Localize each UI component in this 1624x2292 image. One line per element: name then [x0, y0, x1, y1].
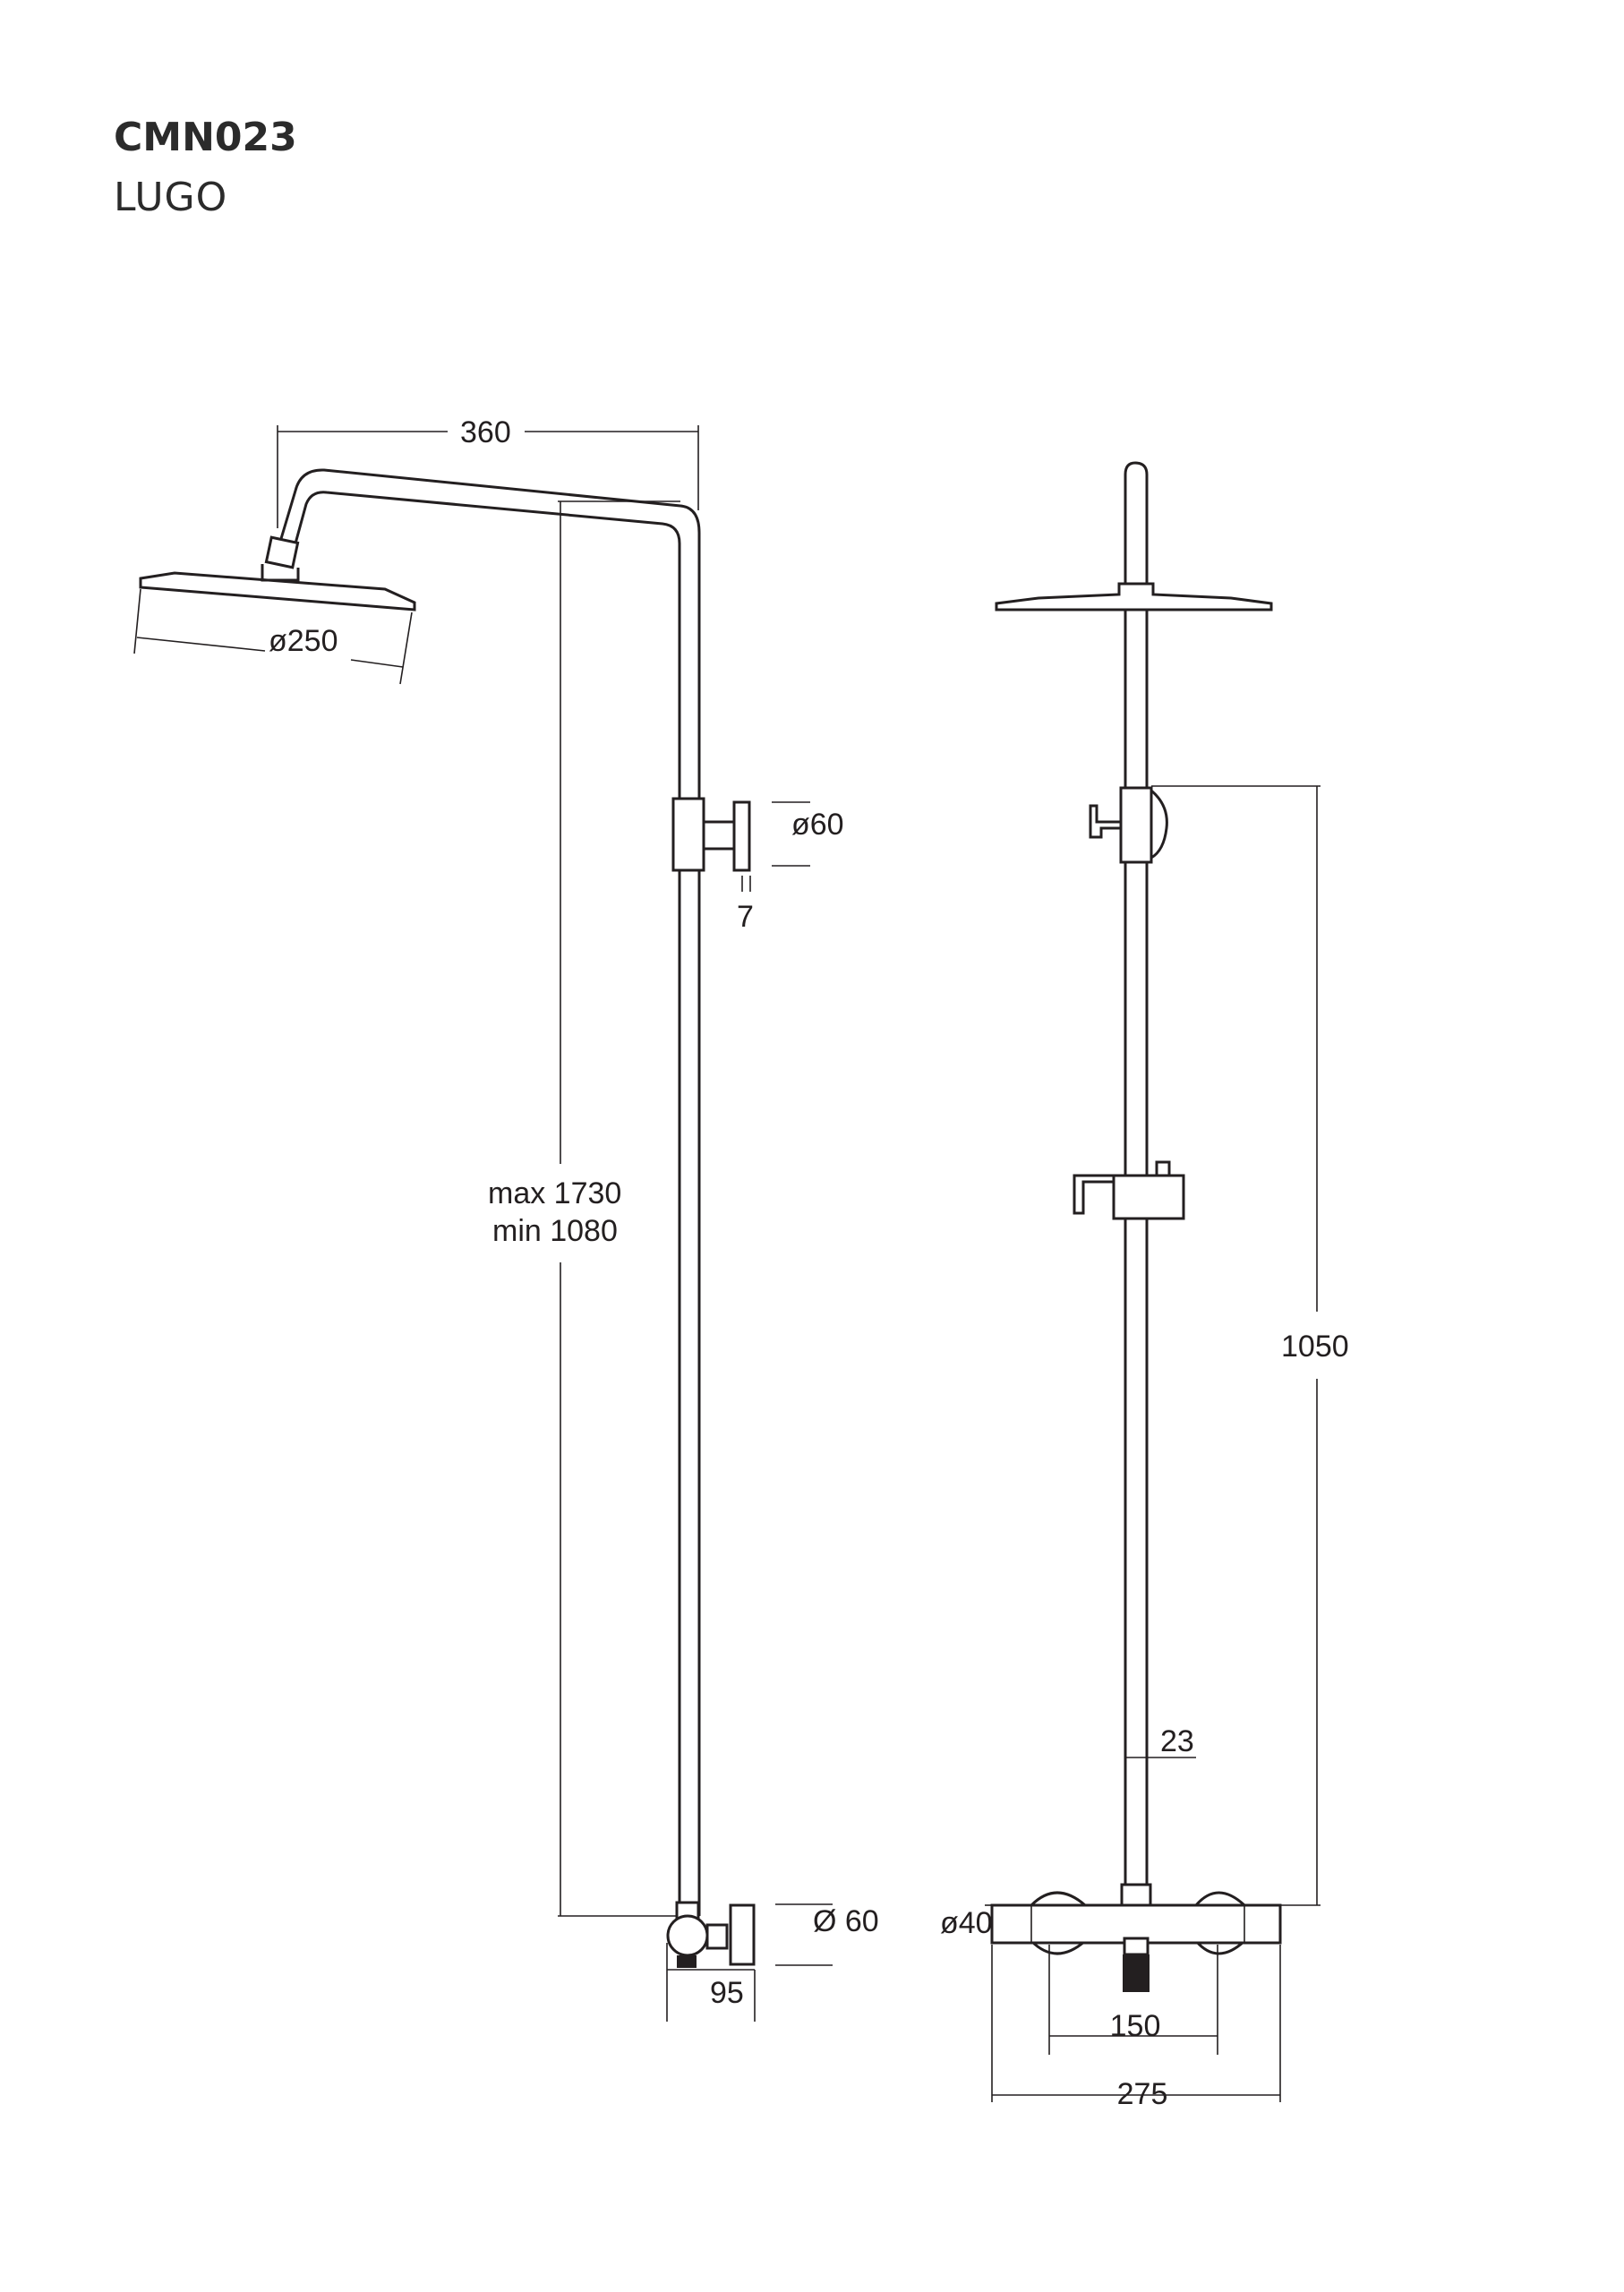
diverter-knob — [732, 800, 751, 872]
arm-length-label: 360 — [460, 415, 511, 449]
side-view: ø250 360 max 1730 min 1080 ø60 7 Ø 60 — [133, 415, 879, 2022]
mixer-right-eccentric — [1194, 1891, 1246, 1907]
slider-body — [1112, 1174, 1185, 1220]
column-outer-edge — [278, 468, 701, 1916]
mixer-outlet — [1123, 1937, 1150, 1956]
inlet-spacing-label: 150 — [1110, 2009, 1161, 2043]
mixer-left-eccentric — [1030, 1891, 1086, 1907]
valve-projection-label: 95 — [710, 1976, 744, 2010]
knob-depth-label: 7 — [737, 900, 754, 934]
diverter-housing — [671, 797, 705, 872]
mixer-outlet-thread — [1123, 1954, 1150, 1992]
valve-body — [666, 1914, 709, 1957]
front-diverter-housing — [1119, 786, 1153, 864]
front-shower-head — [995, 582, 1273, 611]
head-dim-ext-left — [133, 588, 141, 654]
head-dim-line — [136, 637, 266, 652]
rail-diameter-label: 23 — [1160, 1724, 1194, 1758]
valve-thread — [677, 1955, 697, 1968]
front-arm — [1124, 461, 1149, 584]
rail-connector — [1120, 1883, 1152, 1908]
diverter-stem — [704, 820, 736, 851]
head-diameter-label: ø250 — [269, 624, 338, 658]
slider-clip — [1155, 1160, 1171, 1176]
valve-knob — [729, 1903, 756, 1966]
slide-height-label: 1050 — [1281, 1330, 1349, 1364]
product-code: CMN023 — [114, 115, 297, 160]
head-dim-line-2 — [350, 659, 404, 668]
product-name: LUGO — [114, 175, 228, 220]
knob-diameter-label: ø60 — [791, 808, 844, 842]
front-diverter-lever — [1089, 804, 1121, 839]
mixer-left-arc — [1030, 1939, 1086, 1955]
slider-handle — [1073, 1174, 1114, 1215]
valve-connector — [705, 1923, 729, 1950]
height-min-label: min 1080 — [492, 1214, 618, 1248]
mixer-diameter-label: ø40 — [940, 1906, 993, 1940]
mixer-width-label: 275 — [1117, 2077, 1168, 2111]
head-dim-ext-right — [399, 611, 413, 685]
valve-diameter-label: Ø 60 — [813, 1904, 879, 1938]
shower-head — [139, 571, 416, 611]
mixer-body — [990, 1903, 1282, 1945]
height-max-label: max 1730 — [488, 1176, 621, 1210]
column-inner-edge — [294, 491, 681, 1916]
front-diverter-disc — [1150, 789, 1168, 860]
front-view: 1050 23 ø40 150 275 — [940, 461, 1349, 2111]
head-swivel — [264, 535, 300, 569]
mixer-right-arc — [1194, 1939, 1246, 1955]
